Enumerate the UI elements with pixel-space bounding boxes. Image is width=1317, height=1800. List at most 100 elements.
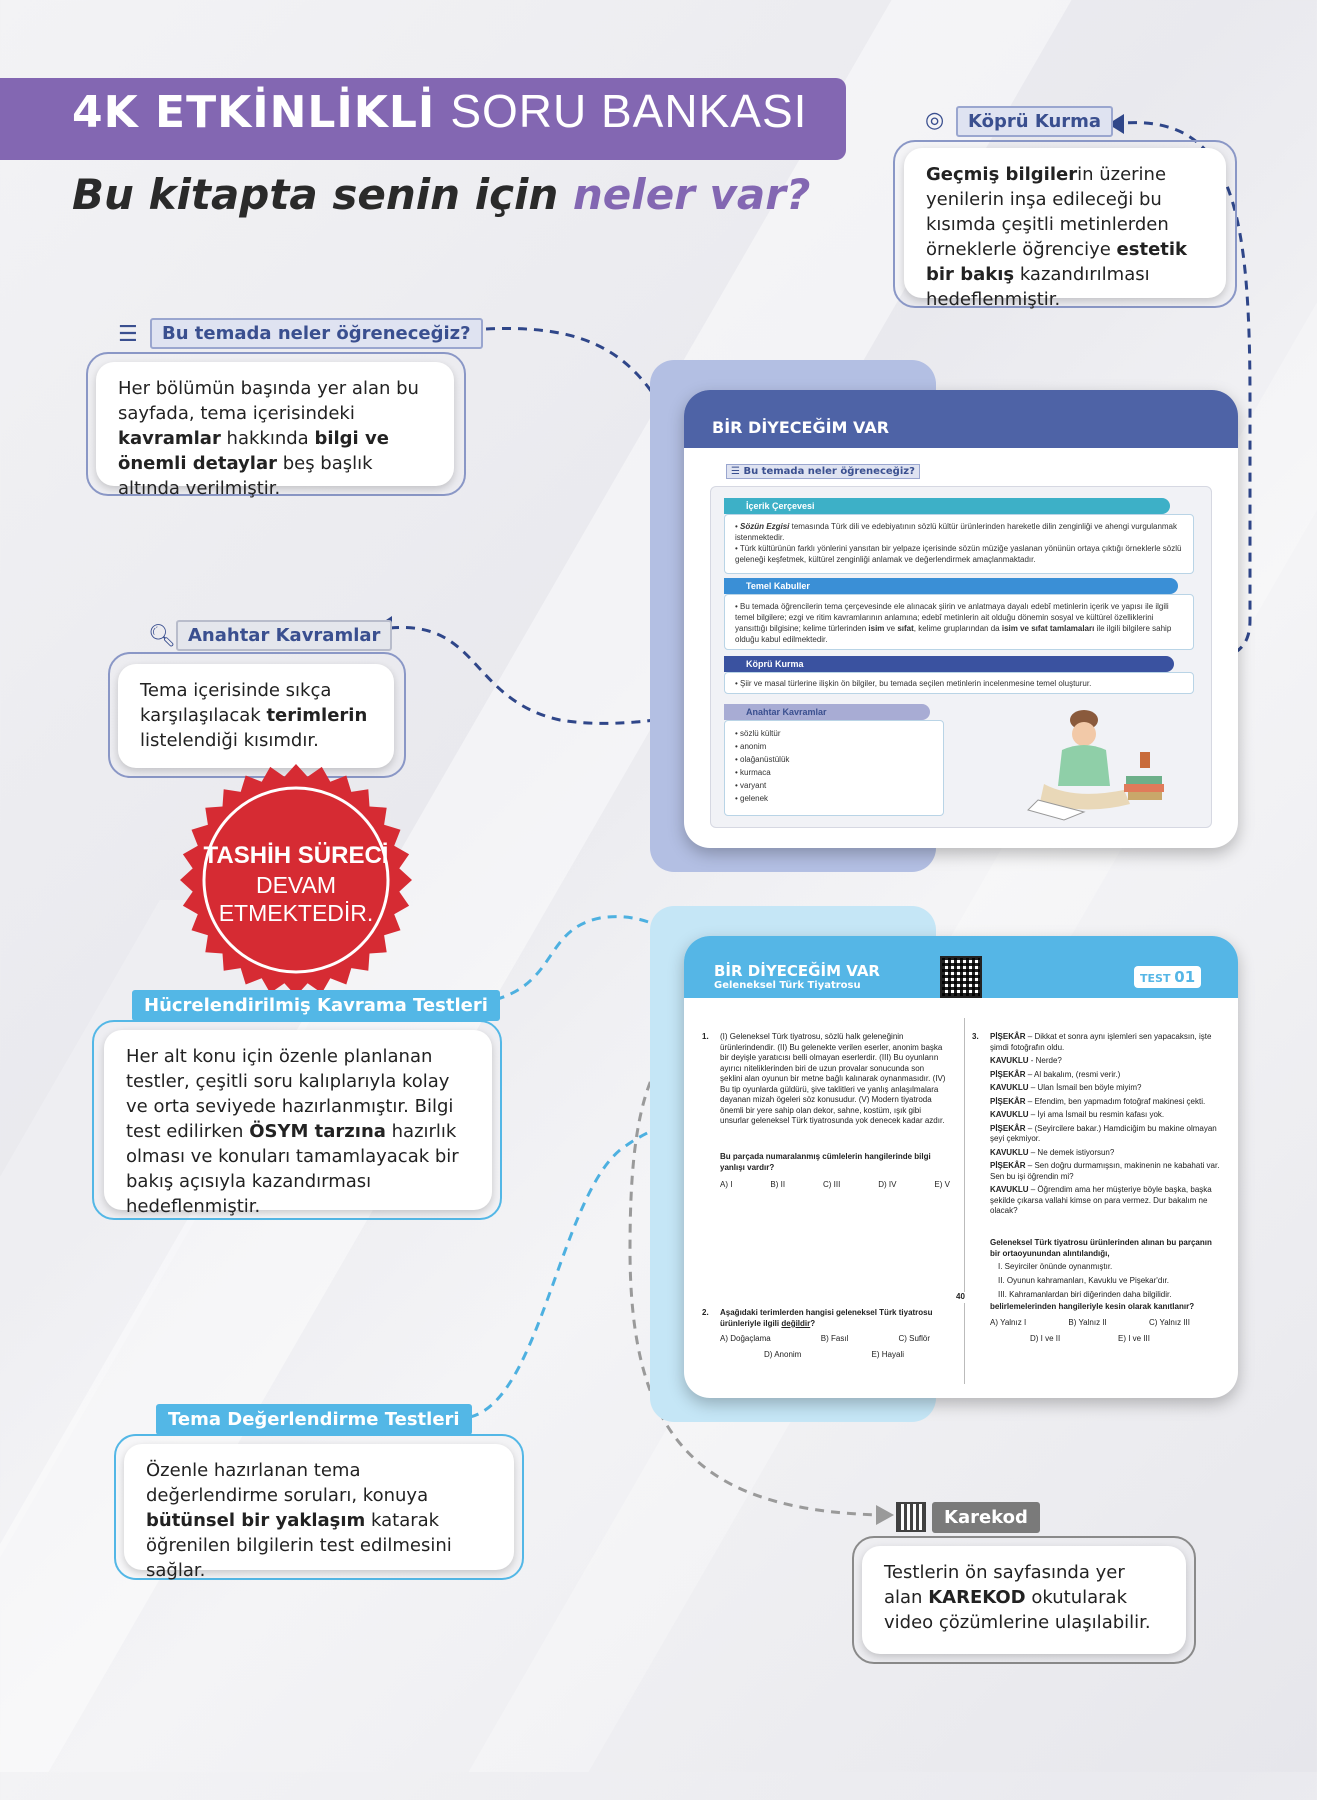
basic-b1a: Bu temada öğrencilerin tema çerçevesinde… [735,602,1169,633]
q2-option: C) Suflör [898,1334,930,1343]
q3-option: D) I ve II [1030,1334,1061,1343]
page1-learn-chip-label: Bu temada neler öğreneceğiz? [743,466,915,477]
frame-b1: temasında Türk dili ve edebiyatının sözl… [735,522,1178,542]
q1-option: D) IV [878,1180,897,1189]
learn-chip: Bu temada neler öğreneceğiz? [150,318,483,349]
dialog-speaker: KAVUKLU [990,1147,1029,1157]
dialog-line: KAVUKLU – Ulan İsmail ben böyle miyim? [990,1083,1224,1094]
dialog-speaker: KAVUKLU [990,1083,1029,1092]
qr-code-icon [896,1502,926,1532]
test-number: 01 [1174,968,1196,986]
dialog-line: KAVUKLU – Ne demek istiyorsun? [990,1148,1224,1159]
subtitle-accent: neler var? [572,170,811,219]
page2-subtitle: Geleneksel Türk Tiyatrosu [714,980,861,991]
bridge-frame [893,140,1237,308]
cell-frame [92,1020,502,1220]
bridge-text-bold2: estetik bir bakış [926,239,1188,285]
bridge-chip: Köprü Kurma [956,106,1114,137]
theme-bold: bütünsel bir yaklaşım [146,1510,366,1531]
dialog-speaker: PİŞEKÂR [990,1032,1026,1041]
qr-box: Testlerin ön sayfasında yer alan KAREKOD… [862,1546,1186,1654]
q3-item: III. Kahramanlardan biri diğerinden daha… [998,1290,1172,1299]
keyword-item: • sözlü kültür [735,729,781,738]
qr-frame [852,1536,1196,1664]
q2-options-row2: D) Anonim E) Hayali [764,1350,904,1361]
frame-box: • Sözün Ezgisi temasında Türk dili ve ed… [724,514,1194,574]
dialog-speaker: PİŞEKÂR [990,1096,1026,1106]
dialog-speaker: PİŞEKÂR [990,1069,1026,1079]
basic-b1b: isim [868,624,885,633]
basic-b1c: ve [884,624,898,633]
dialog-text: – Ne demek istiyorsun? [1028,1147,1115,1157]
q2-option: D) Anonim [764,1350,802,1359]
keys-box: • sözlü kültür• anonim• olağanüstülük• k… [724,720,944,816]
bridge-box: Geçmiş bilgilerin üzerine yenilerin inşa… [904,148,1226,310]
q2-stem-c: ? [810,1318,816,1328]
keys-title: Anahtar Kavramlar [746,707,827,717]
page1-header: BİR DİYECEĞİM VAR [684,390,1238,448]
bridge-text-bold: Geçmiş bilgiler [926,164,1078,185]
bridge-box-mini: • Şiir ve masal türlerine ilişkin ön bil… [724,672,1194,694]
keys-pill: Anahtar Kavramlar [724,704,930,720]
title-bold: 4K ETKİNLİKLİ [72,87,436,138]
q3-option: C) Yalnız III [1148,1318,1190,1327]
document-list-icon: ☰ [118,322,138,347]
stamp-line-3: ETMEKTEDİR. [218,900,374,926]
bridge-pill: Köprü Kurma [724,656,1174,672]
q2-stem: Aşağıdaki terimlerden hangisi geleneksel… [720,1308,946,1329]
dialog-text: – Öğrendim ama her müşteriye böyle başka… [990,1185,1212,1215]
learn-bold2: bilgi ve önemli detaylar [118,428,389,474]
dialog-speaker: PİŞEKÂR [990,1161,1026,1170]
dialog-speaker: KAVUKLU [990,1056,1029,1065]
stamp-line-1: TASHİH SÜRECİ [203,842,389,869]
q1-option: A) I [720,1180,733,1189]
basic-b1f: isim ve sıfat tamlamaları [1001,624,1095,633]
dialog-speaker: KAVUKLU [990,1185,1029,1194]
bridge-text2: kazandırılması hedeflenmiştir. [926,264,1150,310]
q3-dialog: PİŞEKÂR – Dikkat et sonra aynı işlemleri… [990,1032,1224,1220]
q3-ask: belirlemelerinden hangileriyle kesin ola… [990,1302,1195,1311]
header-band [0,78,846,160]
frame-pill: İçerik Çerçevesi [724,498,1170,514]
keyword-item: • olağanüstülük [735,755,790,764]
q1-option: E) V [934,1180,950,1189]
search-document-icon: 🔍︎ [148,624,176,649]
dialog-text: – Dikkat et sonra aynı işlemleri sen yap… [990,1032,1212,1052]
dialog-line: PİŞEKÂR – Efendim, ben yapmadım fotoğraf… [990,1097,1224,1108]
keywords-frame [108,652,406,778]
keyword-item: • kurmaca [735,768,771,777]
bridge-b1: Şiir ve masal türlerine ilişkin ön bilgi… [740,679,1092,688]
qr-text: Testlerin ön sayfasında yer alan [884,1562,1125,1608]
q2-stem-b: değildir [781,1318,811,1328]
learn-bold: kavramlar [118,428,221,449]
theme-text: Özenle hazırlanan tema değerlendirme sor… [146,1460,429,1506]
dialog-text: – İyi ama İsmail bu resmin kafası yok. [1028,1110,1165,1119]
q3-stem: Geleneksel Türk tiyatrosu ürünlerinden a… [990,1238,1212,1258]
page-subtitle: Bu kitapta senin için neler var? [72,170,810,219]
q3-item: I. Seyirciler önünde oynanmıştır. [998,1262,1113,1271]
qr-chip: Karekod [932,1502,1040,1533]
learn-text3: beş başlık altında verilmiştir. [118,453,373,499]
q2-option: E) Hayali [871,1350,904,1359]
q2-number: 2. [702,1308,709,1317]
keywords-text: Tema içerisinde sıkça karşılaşılacak [140,680,332,726]
basic-b1d: sıfat [897,624,914,633]
page1-preview: BİR DİYECEĞİM VAR ☰ Bu temada neler öğre… [684,390,1238,848]
q3-option: B) Yalnız II [1068,1318,1107,1327]
subtitle-plain: Bu kitapta senin için [72,170,573,219]
learn-box: Her bölümün başında yer alan bu sayfada,… [96,362,454,499]
keywords-chip: Anahtar Kavramlar [176,620,393,651]
test-label: TEST [1140,972,1171,985]
dialog-speaker: PİŞEKÂR [990,1123,1026,1133]
dialog-speaker: KAVUKLU [990,1110,1029,1119]
page2-preview: BİR DİYECEĞİM VAR Geleneksel Türk Tiyatr… [684,936,1238,1398]
dialog-text: – Al bakalım, (resmi verir.) [1025,1069,1121,1079]
learn-text2: hakkında [220,428,315,449]
qr-text2: okutularak video çözümlerine ulaşılabili… [884,1587,1151,1633]
dialog-line: PİŞEKÂR – Dikkat et sonra aynı işlemleri… [990,1032,1224,1053]
cell-text2: hazırlık olması ve konuları tamamlayacak… [126,1121,459,1217]
page2-qr-icon [940,956,982,998]
